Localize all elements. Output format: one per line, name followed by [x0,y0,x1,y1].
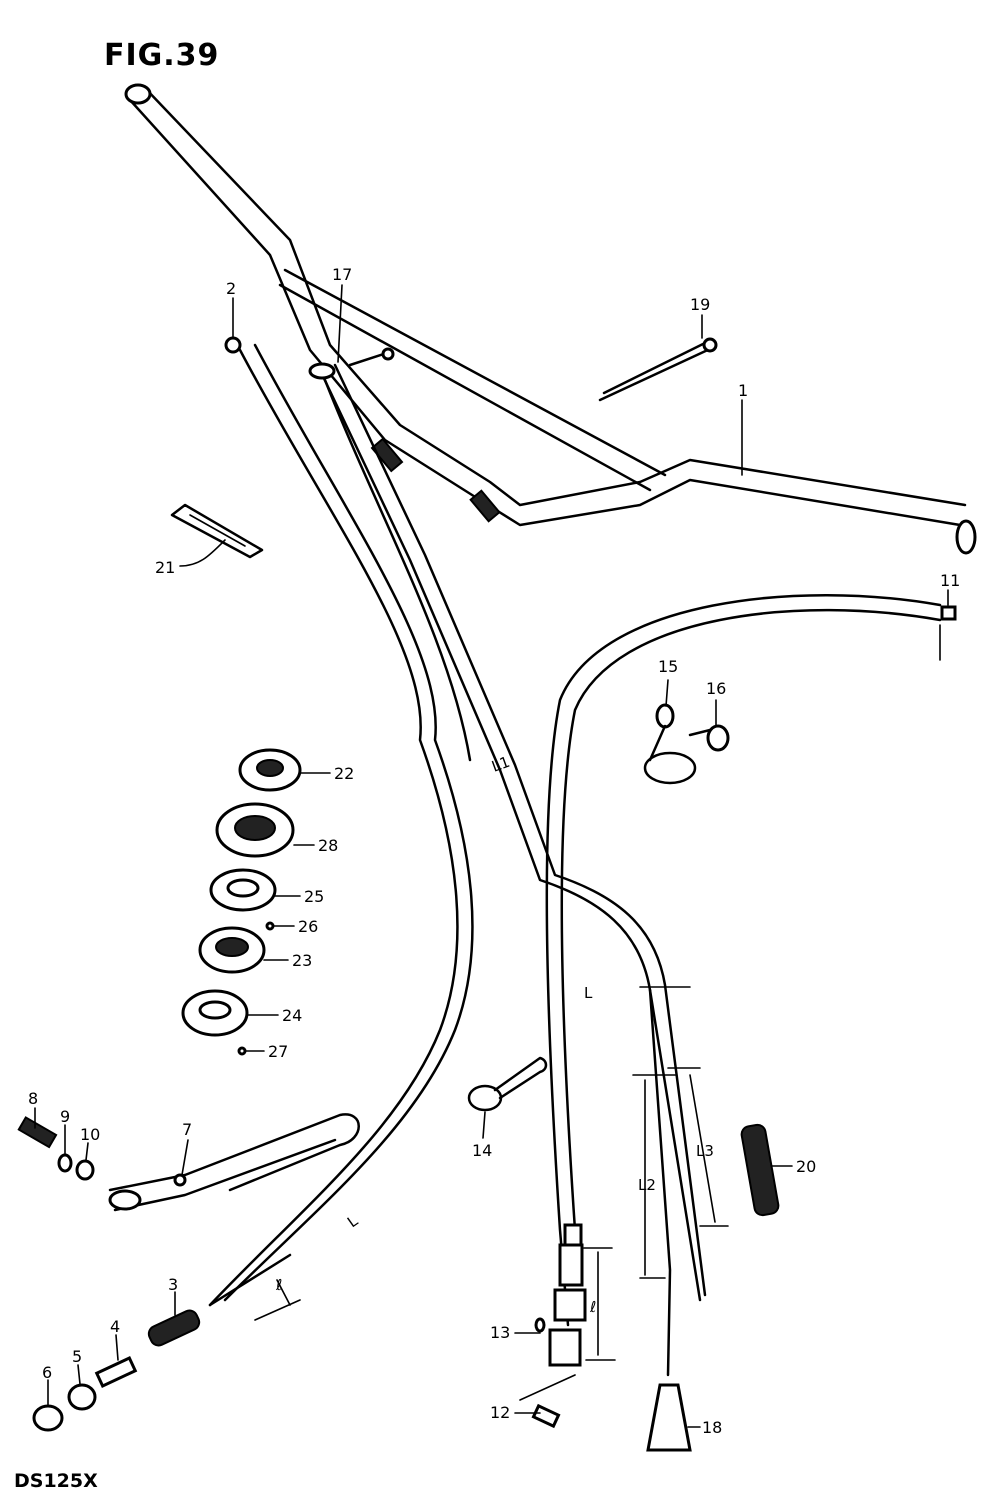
dimension-lines [254,986,729,1361]
cable-end-part-11 [940,605,957,621]
figure-title: FIG.39 [104,38,220,73]
callout-13: 13 [490,1323,510,1342]
spring-clip-part-15 [643,703,697,785]
bracket-part-7 [108,1113,360,1212]
callout-21: 21 [155,558,175,577]
callout-22: 22 [334,764,354,783]
callout-16: 16 [706,679,726,698]
callout-19: 19 [690,295,710,314]
callout-10: 10 [80,1125,100,1144]
callout-12: 12 [490,1403,510,1422]
tube-part-20 [740,1123,780,1217]
callout-3: 3 [168,1275,178,1294]
callout-11: 11 [940,571,960,590]
callout-20: 20 [796,1157,816,1176]
steering-stem-nut-part-22 [238,748,302,792]
ball-part-26 [265,921,275,931]
boot-part-18 [646,1383,692,1452]
callout-26: 26 [298,917,318,936]
clip-part-14 [467,1056,548,1112]
washer-part-10 [75,1159,95,1181]
cable-end-fitting [548,1223,587,1367]
dim-l-center: L [584,984,593,1002]
callout-14: 14 [472,1141,492,1160]
dim-small-l-left: ℓ [275,1276,282,1294]
callout-4: 4 [110,1317,120,1336]
cable-adjust-rod [208,1253,292,1307]
race-part-24 [181,989,249,1037]
dim-l-left: L [344,1211,362,1231]
callout-9: 9 [60,1107,70,1126]
callout-numbers: 1 2 3 4 5 6 7 8 9 10 11 12 13 14 15 16 1… [28,265,960,1437]
dimension-labels: L L L1 L2 L3 ℓ ℓ [275,753,714,1316]
callout-18: 18 [702,1418,722,1437]
callout-5: 5 [72,1347,82,1366]
callout-8: 8 [28,1089,38,1108]
dim-small-l-right: ℓ [589,1298,596,1316]
cap-part-5 [67,1383,97,1411]
washer-part-28 [215,802,295,858]
pin-part-13 [534,1317,546,1333]
pin-part-12 [531,1403,561,1429]
race-part-23 [198,926,266,974]
screw-part-2 [224,336,242,354]
clamp-part-17 [308,362,336,380]
dim-l1: L1 [489,753,512,776]
center-cable [318,363,942,1377]
callout-28: 28 [318,836,338,855]
callout-24: 24 [282,1006,302,1025]
cable-tie-part-19 [598,337,718,402]
handlebar-part-1 [124,83,977,555]
bolt-part-8 [17,1116,58,1149]
callout-6: 6 [42,1363,52,1382]
race-part-25 [209,868,277,912]
nut-part-6 [32,1404,64,1432]
bolt-part-16 [688,724,730,752]
plate-part-21 [170,503,264,559]
dim-l2: L2 [638,1176,656,1194]
callout-17: 17 [332,265,352,284]
model-code: DS125X [14,1470,98,1492]
callout-23: 23 [292,951,312,970]
dim-l3: L3 [696,1142,714,1160]
leader-lines [34,284,949,1428]
washer-part-9 [57,1153,73,1173]
callout-27: 27 [268,1042,288,1061]
callout-25: 25 [304,887,324,906]
nut-part-4 [94,1356,138,1388]
ball-part-27 [237,1046,247,1056]
throttle-cable [208,343,474,1307]
adjuster-part-3 [147,1309,201,1347]
callout-2: 2 [226,279,236,298]
callout-1: 1 [738,381,748,400]
callout-15: 15 [658,657,678,676]
callout-7: 7 [182,1120,192,1139]
